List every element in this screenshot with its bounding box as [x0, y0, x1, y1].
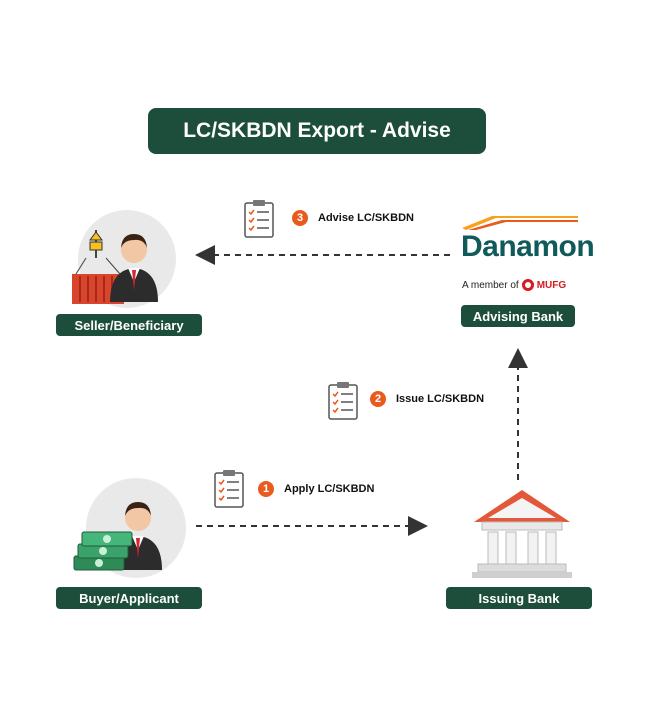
- step-3-badge: 3: [292, 210, 308, 226]
- step-1-badge: 1: [258, 481, 274, 497]
- step-3: 3 Advise LC/SKBDN: [292, 210, 414, 226]
- step-3-label: Advise LC/SKBDN: [318, 212, 414, 224]
- buyer-label: Buyer/Applicant: [56, 587, 202, 609]
- danamon-brand: Danamon: [461, 230, 595, 263]
- document-checklist-icon: [244, 200, 274, 238]
- step-1: 1 Apply LC/SKBDN: [258, 481, 374, 497]
- bank-building-icon: [472, 490, 572, 578]
- step-2: 2 Issue LC/SKBDN: [370, 391, 484, 407]
- diagram-title: LC/SKBDN Export - Advise: [148, 108, 486, 154]
- mufg-icon: [521, 279, 534, 291]
- businessman-icon: [110, 234, 158, 302]
- document-checklist-icon: [328, 382, 358, 420]
- mufg-text: MUFG: [536, 279, 567, 291]
- step-2-badge: 2: [370, 391, 386, 407]
- member-text: A member of: [462, 279, 519, 291]
- seller-label: Seller/Beneficiary: [56, 314, 202, 336]
- money-stack-icon: [73, 531, 133, 571]
- step-2-label: Issue LC/SKBDN: [396, 393, 485, 405]
- advising-bank-label: Advising Bank: [461, 305, 575, 327]
- mufg-member-line: A member of MUFG: [462, 279, 566, 291]
- step-1-label: Apply LC/SKBDN: [284, 483, 375, 495]
- issuing-bank-label: Issuing Bank: [446, 587, 592, 609]
- danamon-logo-stripes: [462, 216, 578, 230]
- document-checklist-icon: [214, 470, 244, 508]
